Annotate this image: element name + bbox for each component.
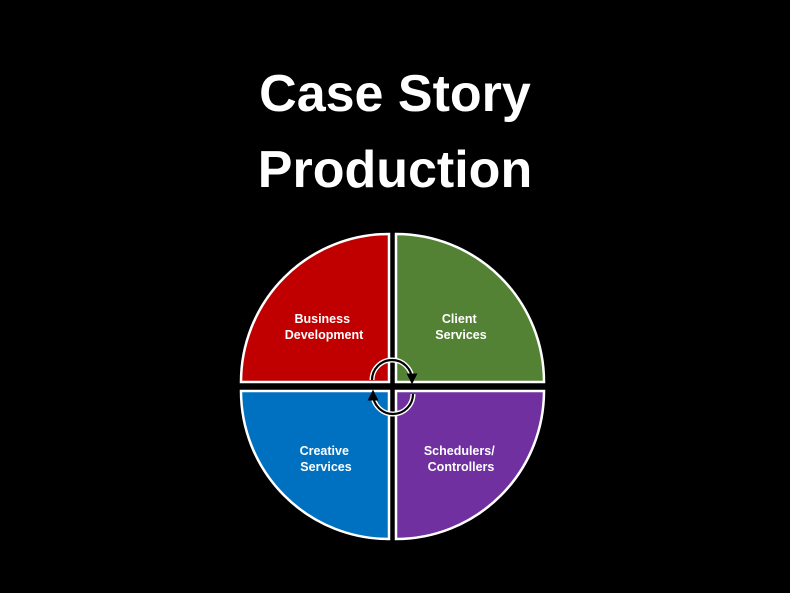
quadrant-client-services [394, 232, 546, 384]
quadrant-label-creative-services: Creative Services [300, 444, 353, 474]
quadrant-business-development [239, 232, 391, 384]
title-line-1: Case Story [259, 65, 531, 123]
cycle-arrow-bottom-icon [367, 389, 416, 417]
quadrant-creative-services [239, 389, 391, 541]
quadrant-label-client-services: Client Services [435, 312, 486, 342]
slide-title: Case Story Production [0, 56, 790, 208]
quadrant-schedulers-controllers [394, 389, 546, 541]
quadrant-label-business-development: Business Development [285, 312, 364, 342]
cycle-arrow-top-icon [369, 357, 418, 385]
quadrant-label-schedulers-controllers: Schedulers/ Controllers [424, 444, 498, 474]
title-line-2: Production [257, 141, 533, 199]
